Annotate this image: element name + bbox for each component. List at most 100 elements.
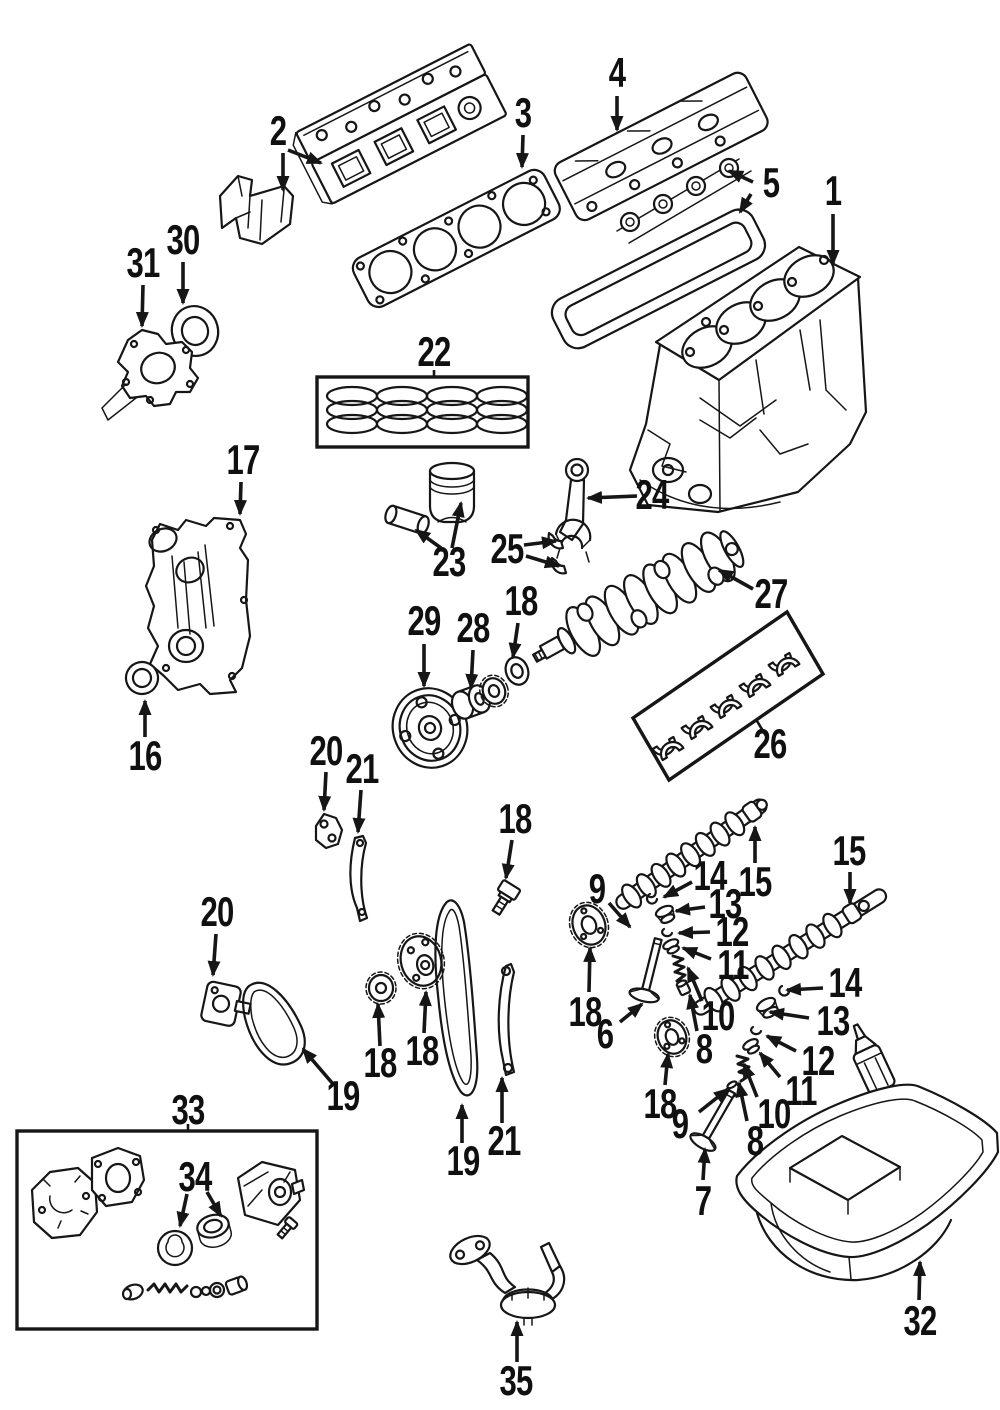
callout-4: 4 <box>609 50 627 132</box>
callout-label: 18 <box>568 989 601 1036</box>
callout-arrow <box>418 990 432 1034</box>
callout-label: 31 <box>126 240 159 287</box>
camshaft-left-part <box>615 798 768 910</box>
balance-sprocket-large-part <box>396 932 446 990</box>
callout-arrow <box>372 1002 386 1047</box>
callout-label: 14 <box>828 960 862 1007</box>
oil-pump-cover-part <box>30 1166 99 1240</box>
callout-label: 5 <box>763 160 780 207</box>
callout-label: 7 <box>695 1178 712 1225</box>
main-bearing-set-box <box>630 609 826 783</box>
callout-14-2: 14 <box>785 960 863 1007</box>
callout-arrow <box>301 1047 335 1086</box>
callout-arrow <box>515 134 529 169</box>
valve-seal-left-part <box>675 979 692 997</box>
callout-25: 25 <box>490 526 561 572</box>
oil-pickup-part <box>449 1234 566 1326</box>
callout-arrow <box>681 946 712 961</box>
callout-label: 8 <box>696 1026 713 1073</box>
spring-seat-left-part <box>662 938 680 955</box>
oil-pump-inner-rotor-part <box>156 1229 194 1267</box>
callout-label: 18 <box>498 796 531 843</box>
callout-15-2: 15 <box>832 828 867 905</box>
valve-cover-part <box>553 71 769 222</box>
callout-11: 11 <box>681 942 750 988</box>
callout-label: 19 <box>446 1138 479 1185</box>
spring-seat-right-part <box>742 1038 761 1055</box>
slinger-plate-part <box>504 656 530 686</box>
callout-label: 20 <box>200 889 233 936</box>
callout-label: 11 <box>785 1068 817 1115</box>
callout-12-2: 12 <box>765 1034 836 1085</box>
callout-label: 35 <box>499 1358 532 1405</box>
balance-sprocket-small-part <box>365 971 397 1005</box>
crank-pulley-part <box>391 687 469 769</box>
callout-14: 14 <box>662 853 728 899</box>
callout-leader-line <box>755 720 768 737</box>
callout-label: 28 <box>456 605 489 652</box>
callout-28: 28 <box>456 605 491 690</box>
callout-arrow <box>686 966 704 1002</box>
callout-12: 12 <box>677 909 750 956</box>
callout-arrow <box>785 982 824 996</box>
callout-label: 10 <box>757 1091 790 1138</box>
callout-label: 34 <box>178 1154 212 1201</box>
callout-arrow <box>583 946 597 993</box>
callout-label: 27 <box>754 571 787 618</box>
cam-sprocket-left-part <box>568 901 610 949</box>
oil-pump-gasket-part <box>90 1146 146 1208</box>
toothed-washer-part <box>479 674 509 708</box>
callout-arrow <box>586 490 638 504</box>
engine-block-part <box>628 245 868 514</box>
oil-pump-bolt-part <box>276 1216 299 1240</box>
callout-label: 21 <box>345 746 378 793</box>
engine-slinger-part <box>218 174 295 246</box>
callout-18-5: 18 <box>363 1002 398 1086</box>
callout-24: 24 <box>586 472 670 519</box>
piston-pin-part <box>384 504 430 535</box>
callout-arrow <box>765 1034 797 1053</box>
callout-arrow <box>697 1087 730 1114</box>
callout-label: 13 <box>816 998 849 1045</box>
callout-19-2: 19 <box>446 1103 481 1185</box>
callout-18: 18 <box>504 578 539 659</box>
chain-guide-lower-part <box>497 962 516 1077</box>
callout-arrow <box>287 148 323 165</box>
crankshaft-part <box>532 530 745 663</box>
callout-arrow <box>686 993 700 1032</box>
callout-arrow <box>525 554 561 569</box>
callout-label: 15 <box>832 828 865 875</box>
callout-label: 1 <box>825 168 842 215</box>
callout-3: 3 <box>515 90 532 169</box>
callout-arrow <box>135 284 149 328</box>
spring-retainer-left-part <box>654 904 676 925</box>
balance-chain-part <box>242 981 306 1066</box>
callout-19: 19 <box>301 1047 361 1119</box>
callout-15: 15 <box>738 825 773 905</box>
callout-5: 5 <box>727 160 780 214</box>
callout-label: 21 <box>487 1118 520 1165</box>
relief-valve-parts-part <box>121 1275 249 1301</box>
callout-arrow <box>735 1081 749 1122</box>
callout-label: 24 <box>635 472 669 519</box>
oil-pump-kit-box <box>15 1129 319 1331</box>
callout-arrow <box>758 1051 782 1079</box>
callout-arrow <box>697 1147 711 1181</box>
front-seal-part <box>124 660 160 696</box>
callout-27: 27 <box>717 568 788 618</box>
callout-label: 12 <box>801 1038 834 1085</box>
callout-label: 33 <box>171 1087 204 1134</box>
callout-9-2: 9 <box>672 1087 730 1147</box>
plug-bolt-part <box>491 879 522 916</box>
callout-label: 13 <box>708 881 741 928</box>
callout-label: 29 <box>407 598 440 645</box>
callout-arrow <box>607 901 632 929</box>
callout-18-4: 18 <box>643 1052 678 1127</box>
callout-arrow <box>205 1191 223 1218</box>
callout-arrow <box>674 902 706 916</box>
callout-21-2: 21 <box>487 1076 522 1165</box>
callout-label: 12 <box>715 909 748 956</box>
